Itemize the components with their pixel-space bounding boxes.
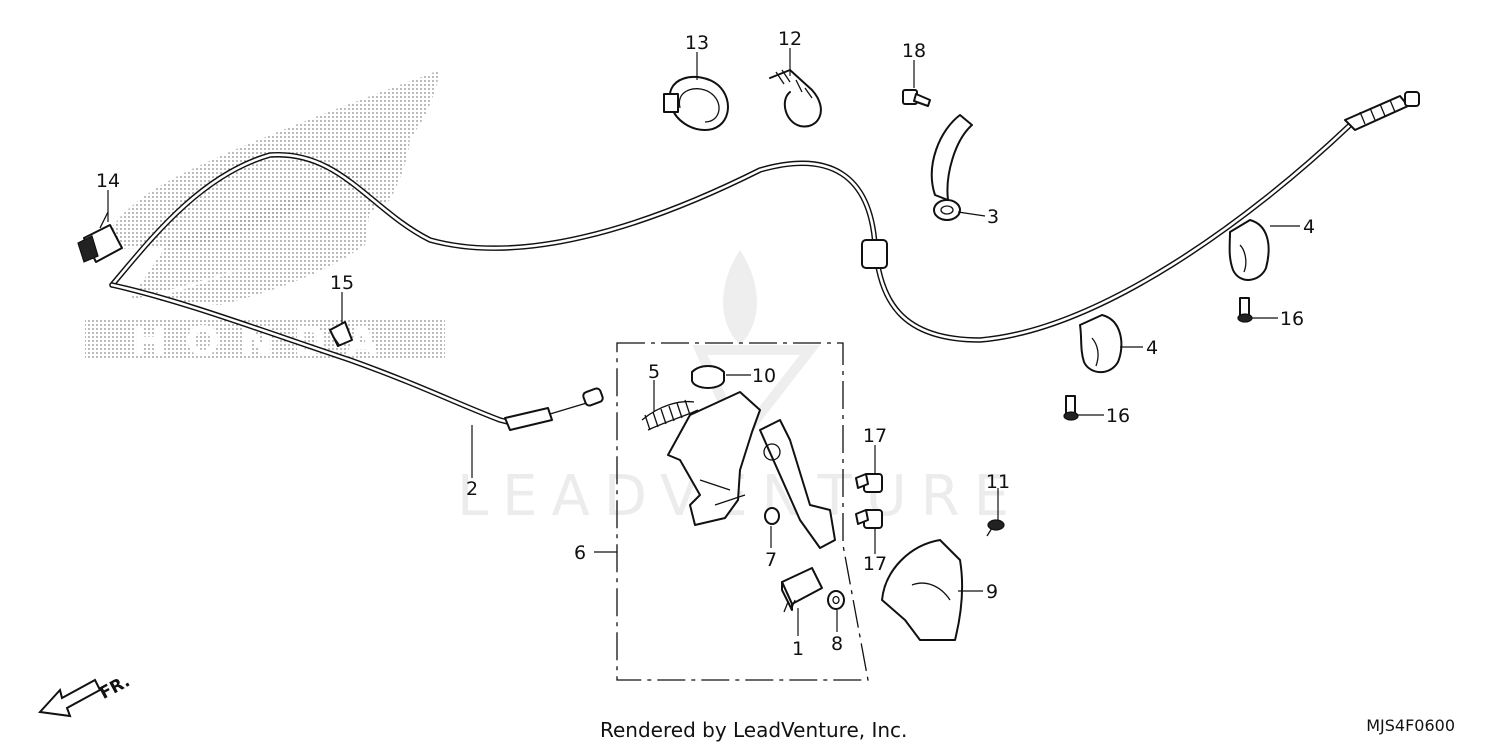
callout-3: 3 [987, 206, 999, 228]
direction-label: FR. [96, 671, 133, 703]
callout-4-lower: 4 [1146, 337, 1158, 359]
honda-logo-text: HONDA [132, 319, 397, 365]
part-14-connector [77, 211, 123, 263]
part-7-collar [764, 507, 780, 525]
part-13-band [663, 76, 729, 131]
callout-14: 14 [96, 170, 120, 192]
cable-2 [109, 282, 604, 431]
part-10-cap [691, 365, 725, 389]
callout-10: 10 [752, 365, 776, 387]
assembly-6-boundary [616, 342, 869, 681]
callout-6: 6 [574, 542, 586, 564]
callout-5: 5 [648, 361, 660, 383]
callout-15: 15 [330, 272, 354, 294]
part-12-tie [769, 69, 822, 128]
callout-2: 2 [466, 478, 478, 500]
part-8-nut [827, 590, 845, 610]
callout-9: 9 [986, 581, 998, 603]
part-3-stay [930, 114, 973, 221]
part-17-bolt-lower [855, 509, 883, 529]
footer-credit: Rendered by LeadVenture, Inc. [600, 718, 908, 742]
callout-17-lower: 17 [863, 553, 887, 575]
leadventure-watermark: LEADVENTURE [457, 250, 1009, 529]
part-15-clip [329, 321, 353, 347]
lever-bracket [667, 391, 836, 549]
part-16-screw-lower [1063, 395, 1079, 421]
leader-lines [107, 48, 1300, 636]
part-11-screw [986, 519, 1005, 537]
callout-1: 1 [792, 638, 804, 660]
callout-8: 8 [831, 633, 843, 655]
part-17-bolt-upper [855, 473, 883, 493]
part-18-bolt [902, 89, 931, 107]
part-1-switch [781, 567, 823, 613]
callout-labels: 1 2 3 4 4 5 6 7 8 9 10 11 12 13 14 15 16… [96, 28, 1315, 660]
front-direction-arrow: FR. [37, 671, 133, 718]
callout-18: 18 [902, 40, 926, 62]
part-9-cover [881, 539, 964, 641]
part-4-clamp-lower [1079, 314, 1123, 374]
main-cable [109, 91, 1420, 343]
part-16-screw-upper [1237, 297, 1253, 323]
callout-16-upper: 16 [1280, 308, 1304, 330]
callout-17-upper: 17 [863, 425, 887, 447]
callout-7: 7 [765, 549, 777, 571]
callout-16-lower: 16 [1106, 405, 1130, 427]
callout-4-upper: 4 [1303, 216, 1315, 238]
callout-11: 11 [986, 471, 1010, 493]
callout-13: 13 [685, 32, 709, 54]
part-4-clamp-upper [1228, 219, 1270, 281]
part-5-spring [641, 399, 699, 431]
diagram-code: MJS4F0600 [1366, 716, 1455, 735]
callout-12: 12 [778, 28, 802, 50]
